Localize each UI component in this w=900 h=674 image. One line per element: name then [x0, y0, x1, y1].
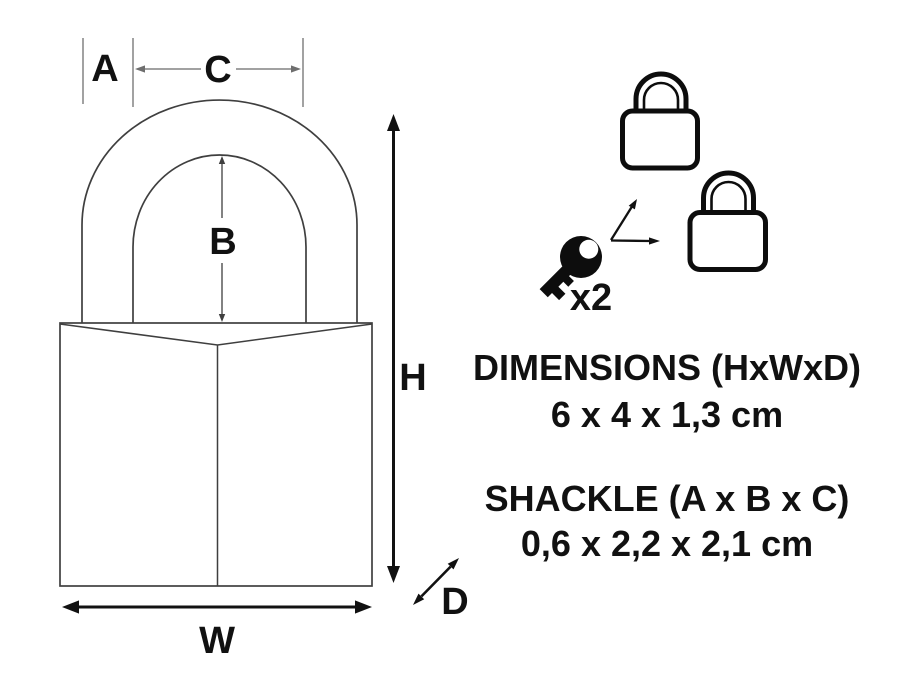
spec-value-dimensions: 6 x 4 x 1,3 cm	[550, 394, 784, 435]
spec-heading-shackle: SHACKLE (A x B x C)	[484, 478, 850, 519]
padlock-shackle-inner	[642, 81, 680, 113]
padlock-icon-top	[620, 71, 700, 171]
padlock-body-outline	[59, 322, 373, 587]
shackle-height-dimension-line	[218, 156, 226, 322]
padlock-line-drawing	[59, 99, 373, 587]
dimension-label-h: H	[399, 357, 427, 399]
arrowhead-down-icon	[218, 314, 226, 322]
padlock-body	[687, 210, 768, 272]
key-icon	[539, 236, 602, 301]
arrowhead-up-icon	[218, 156, 226, 164]
arrowhead-left-icon	[135, 65, 145, 73]
padlock-shackle-outer	[701, 170, 756, 215]
dimension-label-d: D	[441, 581, 469, 623]
dimension-label-b: B	[209, 221, 237, 263]
spec-value-shackle: 0,6 x 2,2 x 2,1 cm	[520, 523, 814, 564]
arrowhead-upright-icon	[628, 199, 637, 210]
height-arrow	[387, 114, 400, 583]
shackle-width-dimension-line	[135, 65, 301, 73]
key-shaft	[539, 258, 579, 301]
width-arrow	[62, 600, 372, 614]
padlock-shackle-inner	[710, 180, 747, 215]
arrowhead-right-icon	[291, 65, 301, 73]
dimension-label-w: W	[199, 620, 235, 662]
padlock-shackle-outer	[633, 71, 689, 113]
padlock-icon-bottom	[687, 170, 768, 272]
dimension-label-c: C	[204, 49, 232, 91]
key-count-label: x2	[569, 277, 613, 319]
dimension-label-a: A	[91, 48, 119, 90]
arrowhead-right-icon	[649, 237, 660, 245]
key-to-locks-arrows	[610, 199, 660, 245]
spec-heading-dimensions: DIMENSIONS (HxWxD)	[472, 347, 862, 388]
padlock-body	[620, 108, 700, 171]
dimension-ticks	[82, 38, 304, 107]
shackle-outer-path	[81, 99, 358, 323]
shackle-inner-path	[132, 154, 307, 323]
depth-arrow	[413, 558, 459, 605]
key-head-hole	[579, 239, 599, 259]
